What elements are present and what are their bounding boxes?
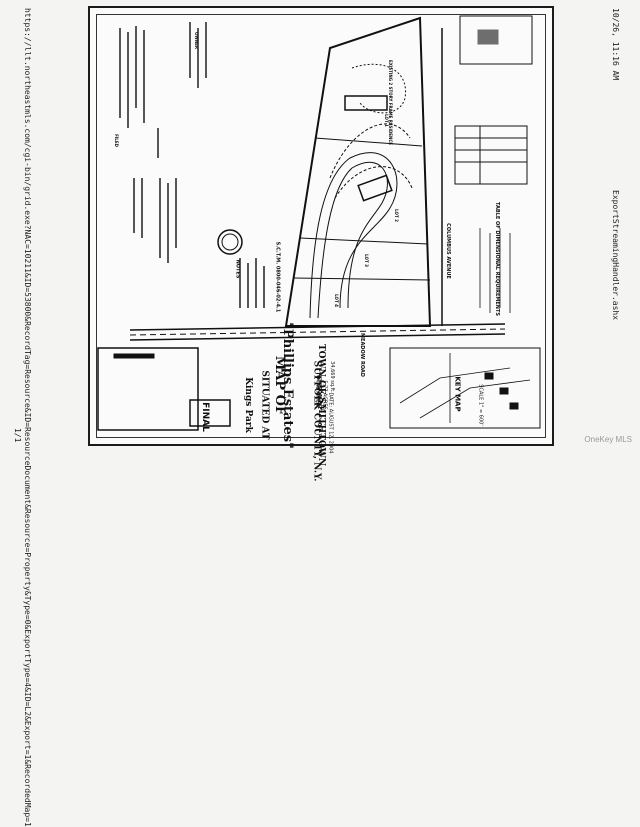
area-label: TOTAL AREA — [314, 371, 321, 407]
title-block — [97, 347, 199, 431]
area-sqft: 34,669 sq.ft. — [328, 361, 335, 393]
final-stamp-box — [189, 399, 231, 427]
contour-b — [334, 166, 413, 199]
estate-name: "Phillips Estates" — [279, 322, 295, 449]
notes-title: NOTES — [234, 259, 241, 279]
final-stamp: FINAL — [199, 402, 210, 432]
timestamp-text: 10/26, 11:16 AM — [611, 8, 620, 81]
clerk-label: FILED — [113, 134, 119, 147]
lot-label-2: LOT 2 — [393, 209, 399, 222]
contour-a — [329, 123, 411, 179]
existing-residence — [344, 95, 388, 111]
key-map-scale: SCALE 1" = 600' — [477, 384, 484, 426]
area-value: 5.77 ACRES — [321, 380, 328, 410]
lot-label-1: LOT 1 — [383, 114, 389, 127]
survey-sheet: MAP OF "Phillips Estates" SITUATED AT Ki… — [88, 6, 554, 481]
key-map-title: KEY MAP — [453, 376, 462, 412]
document-name-text: ExportStreamingHandler.ashx — [611, 190, 620, 321]
situated-at: SITUATED AT — [259, 370, 270, 440]
road-edge-top — [129, 323, 506, 331]
road-edge-bottom — [129, 333, 506, 341]
url-text: https://llt.northeastmls.com/cgi-bin/gri… — [23, 8, 32, 827]
engineer-seal — [217, 229, 243, 255]
proposed-building — [357, 174, 393, 202]
dimension-table-box — [454, 125, 528, 185]
hamlet-name: Kings Park — [242, 377, 253, 433]
district-label: S.C.T.M. 0800-046-02-4.1 — [274, 241, 281, 313]
lot-label-4: LOT 4 — [333, 294, 339, 307]
road-label-columbus: COLUMBUS AVENUE — [444, 223, 451, 279]
driveway-inner — [317, 161, 388, 319]
contour-c — [351, 63, 406, 114]
watermark: OneKey MLS — [584, 435, 632, 444]
road-centerline — [129, 328, 506, 336]
owner-label: OWNER — [193, 32, 199, 49]
residence-label: EXISTING 2 STORY FRAME RESIDENCE — [388, 59, 394, 146]
key-map-box — [389, 347, 541, 429]
date-label: DATE: AUGUST 12, 2004 — [327, 392, 334, 454]
lot-line-1 — [299, 237, 429, 245]
lot-line-3 — [314, 137, 423, 147]
table-title: TABLE OF DIMENSIONAL REQUIREMENTS — [494, 201, 501, 317]
page-count-text: 1/1 — [13, 428, 22, 443]
survey-drawing — [97, 15, 541, 431]
location-inset — [459, 15, 533, 65]
sheet-border — [96, 14, 546, 438]
lot-label-3: LOT 3 — [363, 254, 369, 267]
road-label-meadow: MEADOW ROAD — [358, 333, 365, 377]
lot-line-2 — [292, 277, 431, 281]
